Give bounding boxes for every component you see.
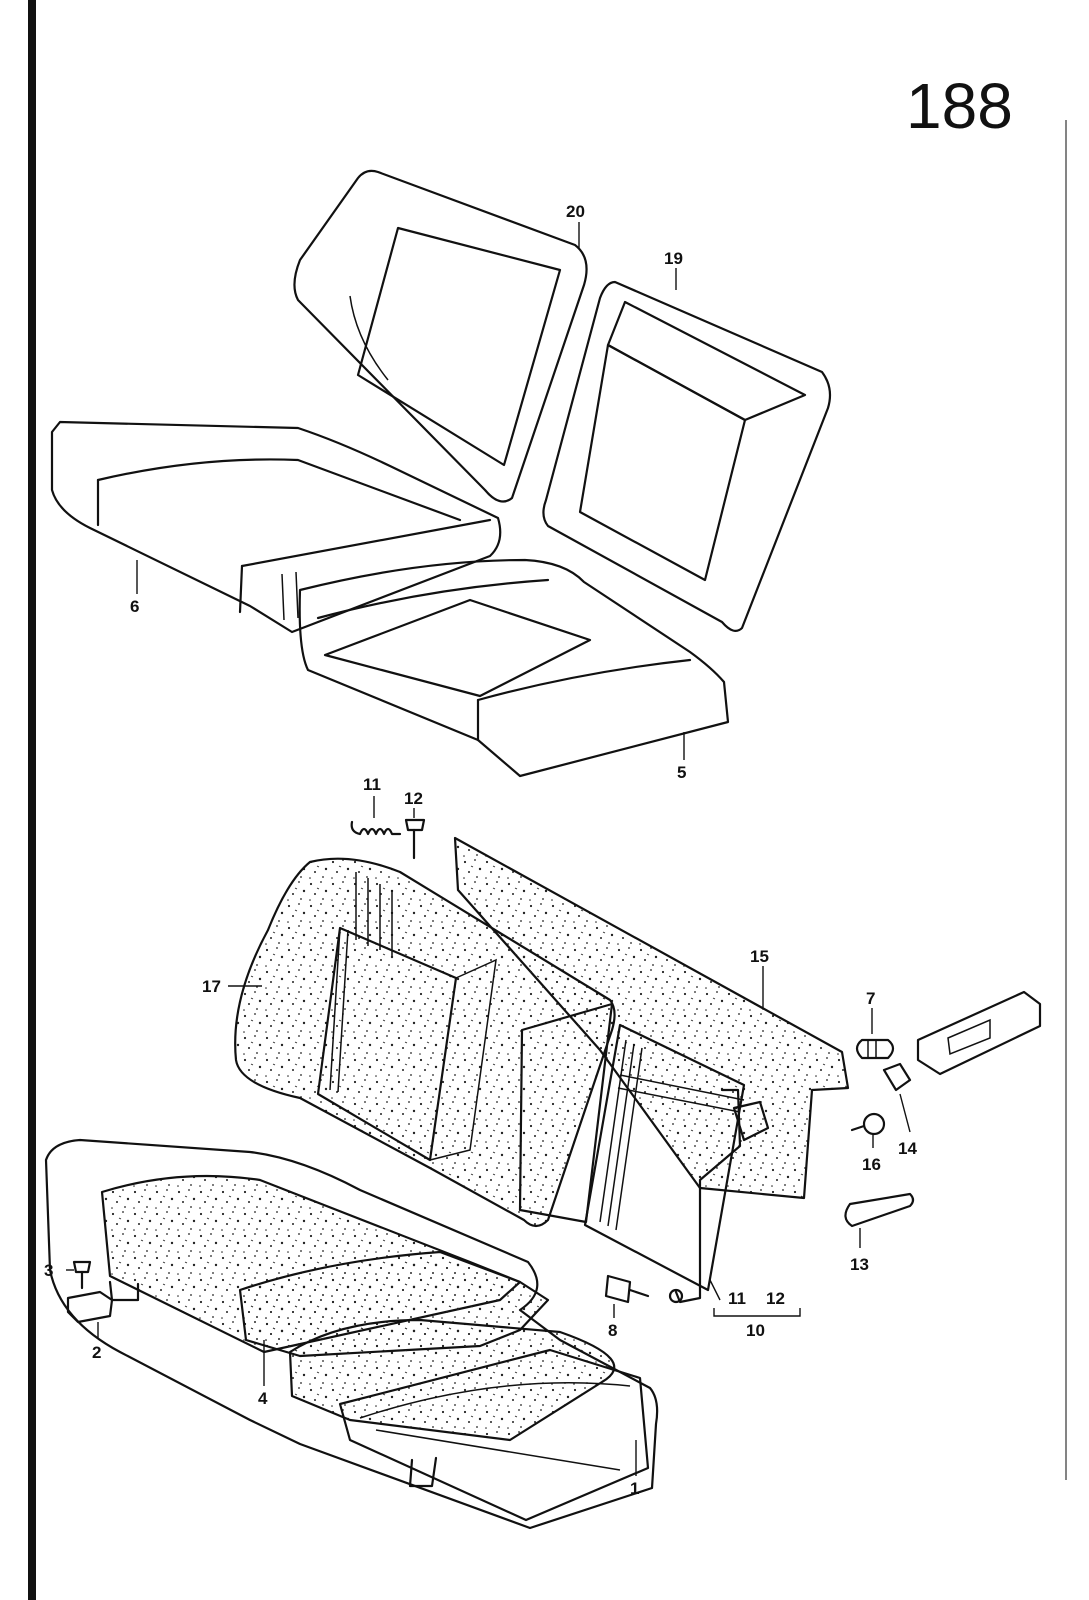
seat-cover-right — [298, 558, 730, 778]
part-13-strip — [844, 1192, 915, 1228]
callout-20: 20 — [566, 202, 585, 221]
part-3-screw — [72, 1260, 92, 1290]
part-8-bolt — [604, 1274, 650, 1304]
callout-10: 10 — [746, 1321, 765, 1340]
callout-13: 13 — [850, 1255, 869, 1274]
part-7-pin — [855, 1038, 895, 1060]
callout-5: 5 — [677, 763, 686, 782]
page-number: 188 — [906, 70, 1013, 142]
part-14-clip — [882, 1062, 912, 1092]
seat-cover-left — [50, 420, 502, 634]
backrest-cover-left — [293, 169, 588, 503]
backrest-assembly — [234, 857, 746, 1292]
leader-lines — [66, 222, 911, 1476]
part-16-screw — [850, 1112, 886, 1136]
part-12-screw — [404, 818, 426, 860]
callout-11-bottom: 11 — [728, 1289, 746, 1308]
striker-plate — [916, 990, 1042, 1076]
callout-3: 3 — [44, 1261, 53, 1280]
callout-6: 6 — [130, 597, 139, 616]
callout-17: 17 — [202, 977, 221, 996]
callout-2: 2 — [92, 1343, 101, 1362]
callout-15: 15 — [750, 947, 769, 966]
callout-4: 4 — [258, 1389, 268, 1408]
hinge-bracket — [668, 1088, 770, 1304]
callout-12-top: 12 — [404, 789, 423, 808]
callout-8: 8 — [608, 1321, 617, 1340]
backrest-cover-right — [542, 280, 832, 632]
callout-12-bottom: 12 — [766, 1289, 785, 1308]
binding-edge — [28, 0, 36, 1600]
callout-7: 7 — [866, 989, 875, 1008]
seat-frame — [44, 1138, 659, 1530]
callout-16: 16 — [862, 1155, 881, 1174]
callout-14: 14 — [898, 1139, 917, 1158]
part-2-clip — [66, 1290, 114, 1324]
callout-19: 19 — [664, 249, 683, 268]
callout-11-top: 11 — [363, 775, 381, 794]
callout-1: 1 — [630, 1479, 639, 1498]
callout-labels: 20 19 6 5 11 12 17 15 7 14 16 13 11 12 1… — [44, 202, 917, 1498]
part-11-spring — [350, 820, 402, 836]
